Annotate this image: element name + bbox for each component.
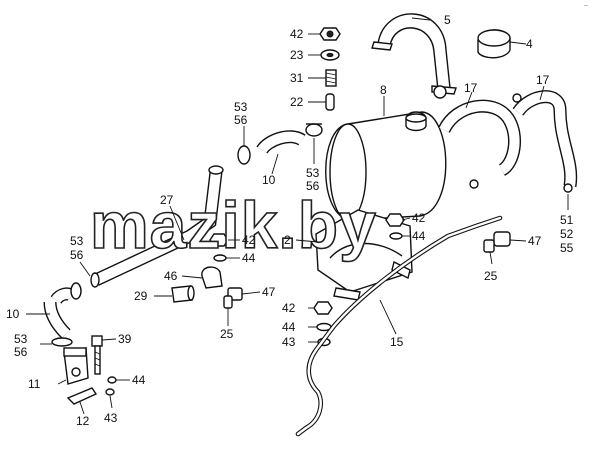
part-bracket-2 bbox=[315, 209, 413, 301]
watermark-text: mazik.by bbox=[90, 188, 377, 262]
callout-29: 29 bbox=[134, 289, 148, 303]
part-nut-42-top bbox=[319, 27, 341, 41]
callout-42-right: 42 bbox=[412, 211, 426, 225]
part-clamp-46 bbox=[201, 266, 223, 289]
callout-56-lower: 56 bbox=[14, 345, 28, 359]
callout-25-right: 25 bbox=[484, 269, 498, 283]
callout-labels: 42 23 31 22 5 4 8 17 17 53 56 10 53 56 2… bbox=[6, 13, 574, 428]
callout-44-bottom: 44 bbox=[282, 320, 296, 334]
part-pipe-15 bbox=[295, 215, 503, 437]
callout-47-right: 47 bbox=[528, 234, 542, 248]
part-nut-43-lower bbox=[105, 388, 115, 396]
callout-39: 39 bbox=[118, 332, 132, 346]
callout-11: 11 bbox=[28, 377, 41, 391]
part-plate-12 bbox=[66, 387, 98, 405]
callout-5: 5 bbox=[444, 13, 451, 27]
callout-56-top: 56 bbox=[234, 113, 248, 127]
part-clamp-53-lower bbox=[51, 337, 73, 347]
part-pin-22 bbox=[325, 93, 335, 111]
callout-43-bottom: 43 bbox=[282, 335, 296, 349]
part-bolt-39 bbox=[91, 335, 103, 375]
part-hose-17-left bbox=[438, 99, 522, 189]
callout-23: 23 bbox=[290, 48, 304, 62]
part-pipe-27 bbox=[90, 165, 224, 288]
callout-53-mid: 53 bbox=[306, 166, 320, 180]
callout-55: 55 bbox=[560, 241, 574, 255]
callout-44-center: 44 bbox=[242, 251, 256, 265]
part-fitting-11 bbox=[63, 347, 89, 385]
callout-46: 46 bbox=[164, 269, 178, 283]
callout-56-mid: 56 bbox=[306, 179, 320, 193]
part-washer-44-lower bbox=[107, 376, 117, 384]
part-hose-10-lower bbox=[43, 282, 82, 339]
part-nut-42-right bbox=[385, 213, 405, 227]
callout-10-upper: 10 bbox=[262, 173, 276, 187]
callout-25-center: 25 bbox=[220, 327, 234, 341]
callout-53-lower: 53 bbox=[14, 332, 28, 346]
part-hose-17-right bbox=[512, 90, 578, 193]
corner-mark: ~ bbox=[584, 3, 588, 10]
callout-27: 27 bbox=[160, 193, 174, 207]
callout-31: 31 bbox=[290, 71, 304, 85]
callout-17-left: 17 bbox=[464, 81, 478, 95]
callout-15: 15 bbox=[390, 335, 404, 349]
callout-56-left: 56 bbox=[70, 248, 84, 262]
callout-42: 42 bbox=[290, 27, 304, 41]
callout-8: 8 bbox=[380, 83, 387, 97]
callout-47-center: 47 bbox=[262, 285, 276, 299]
callout-53-top: 53 bbox=[234, 100, 248, 114]
part-filler-cap-4 bbox=[477, 29, 511, 59]
part-washer-23 bbox=[320, 49, 340, 61]
part-washer-44-right bbox=[389, 232, 403, 240]
part-fitting-47-right bbox=[493, 231, 511, 247]
callout-42-bottom: 42 bbox=[282, 301, 296, 315]
callout-42-center: 42 bbox=[242, 233, 256, 247]
callout-44-right: 44 bbox=[412, 229, 426, 243]
callout-52: 52 bbox=[560, 227, 574, 241]
callout-2: 2 bbox=[284, 233, 291, 247]
part-connector-25-right bbox=[483, 239, 495, 253]
callout-17-right: 17 bbox=[536, 73, 550, 87]
part-nut-42-bottom bbox=[313, 301, 333, 315]
part-bushing-29 bbox=[171, 285, 195, 303]
callout-43-lower: 43 bbox=[104, 411, 118, 425]
callout-44-lower: 44 bbox=[132, 373, 146, 387]
leader-lines bbox=[26, 17, 569, 415]
part-connector-25-center bbox=[223, 295, 233, 309]
callout-12: 12 bbox=[76, 414, 90, 428]
callout-10-lower: 10 bbox=[6, 307, 20, 321]
callout-53-left: 53 bbox=[70, 234, 84, 248]
callout-22: 22 bbox=[290, 95, 304, 109]
part-nut-42-center bbox=[209, 233, 229, 247]
callout-51: 51 bbox=[560, 213, 574, 227]
part-tank-8 bbox=[325, 85, 447, 221]
callout-4: 4 bbox=[526, 37, 533, 51]
part-hose-10-upper bbox=[237, 123, 323, 165]
part-spring-31 bbox=[325, 69, 337, 87]
